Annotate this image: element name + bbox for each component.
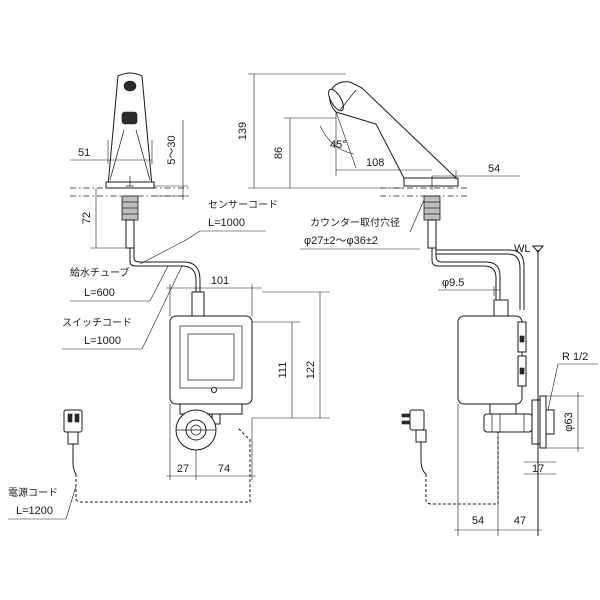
label-counter-hole: カウンター取付穴径 — [310, 216, 400, 229]
dim-phi-63: φ63 — [563, 412, 575, 431]
front-supply-tube — [129, 248, 197, 292]
label-power-cord: 電源コード — [8, 486, 58, 499]
side-valve-body — [483, 413, 533, 433]
dim-47: 47 — [514, 515, 526, 527]
label-r-1-2: R 1/2 — [562, 351, 588, 363]
dim-122: 122 — [305, 361, 317, 379]
front-plug-neck — [67, 431, 79, 445]
sensor-window-icon — [121, 111, 138, 125]
dim-111: 111 — [277, 362, 289, 379]
side-dimensions: 139 86 45° 108 54 カウンター取付穴径 φ27±2～φ36±2 … — [237, 73, 598, 536]
dim-17: 17 — [532, 463, 544, 475]
front-box-inlet — [191, 291, 205, 317]
label-switch-cord-len: L=1000 — [84, 335, 121, 347]
side-control-box — [457, 315, 523, 405]
dim-54-top: 54 — [488, 163, 500, 175]
dim-139: 139 — [237, 122, 249, 140]
dim-phi-9-5: φ9.5 — [442, 277, 464, 289]
front-view: 51 5～30 72 101 111 122 27 74 — [63, 72, 330, 503]
label-supply-tube: 給水チューブ — [70, 266, 129, 279]
dim-45deg: 45° — [330, 139, 347, 151]
label-supply-tube-len: L=600 — [84, 287, 115, 299]
label-sensor-cord-len: L=1000 — [208, 217, 245, 229]
dim-101: 101 — [211, 275, 229, 287]
side-faucet-spout — [329, 81, 458, 183]
label-power-cord-len: L=1200 — [16, 505, 53, 517]
front-control-box — [169, 315, 253, 405]
dim-54-bottom: 54 — [472, 515, 484, 527]
side-faucet-base — [403, 177, 459, 187]
side-supply-tube — [435, 248, 501, 300]
dim-86: 86 — [273, 147, 285, 159]
label-counter-hole-dims: φ27±2～φ36±2 — [304, 235, 378, 247]
front-valve-block — [179, 403, 243, 415]
dim-51: 51 — [78, 147, 90, 159]
dim-5-30: 5～30 — [166, 135, 178, 164]
front-supply-pipe — [125, 219, 135, 249]
dim-108: 108 — [366, 157, 384, 169]
side-box-inlet — [493, 299, 509, 317]
front-callouts: センサーコード L=1000 給水チューブ L=600 スイッチコード L=10… — [8, 199, 278, 520]
side-supply-pipe — [427, 219, 437, 249]
side-view — [328, 81, 555, 536]
dim-74: 74 — [218, 463, 230, 475]
side-power-plug — [409, 409, 425, 431]
label-wl: WL — [514, 243, 531, 255]
label-sensor-cord: センサーコード — [208, 199, 278, 211]
front-faucet-body — [107, 72, 153, 187]
front-power-plug — [63, 409, 83, 433]
label-switch-cord: スイッチコード — [62, 317, 132, 329]
dim-72: 72 — [81, 212, 93, 224]
front-faucet-top-dot — [123, 80, 137, 92]
dim-27: 27 — [177, 463, 189, 475]
